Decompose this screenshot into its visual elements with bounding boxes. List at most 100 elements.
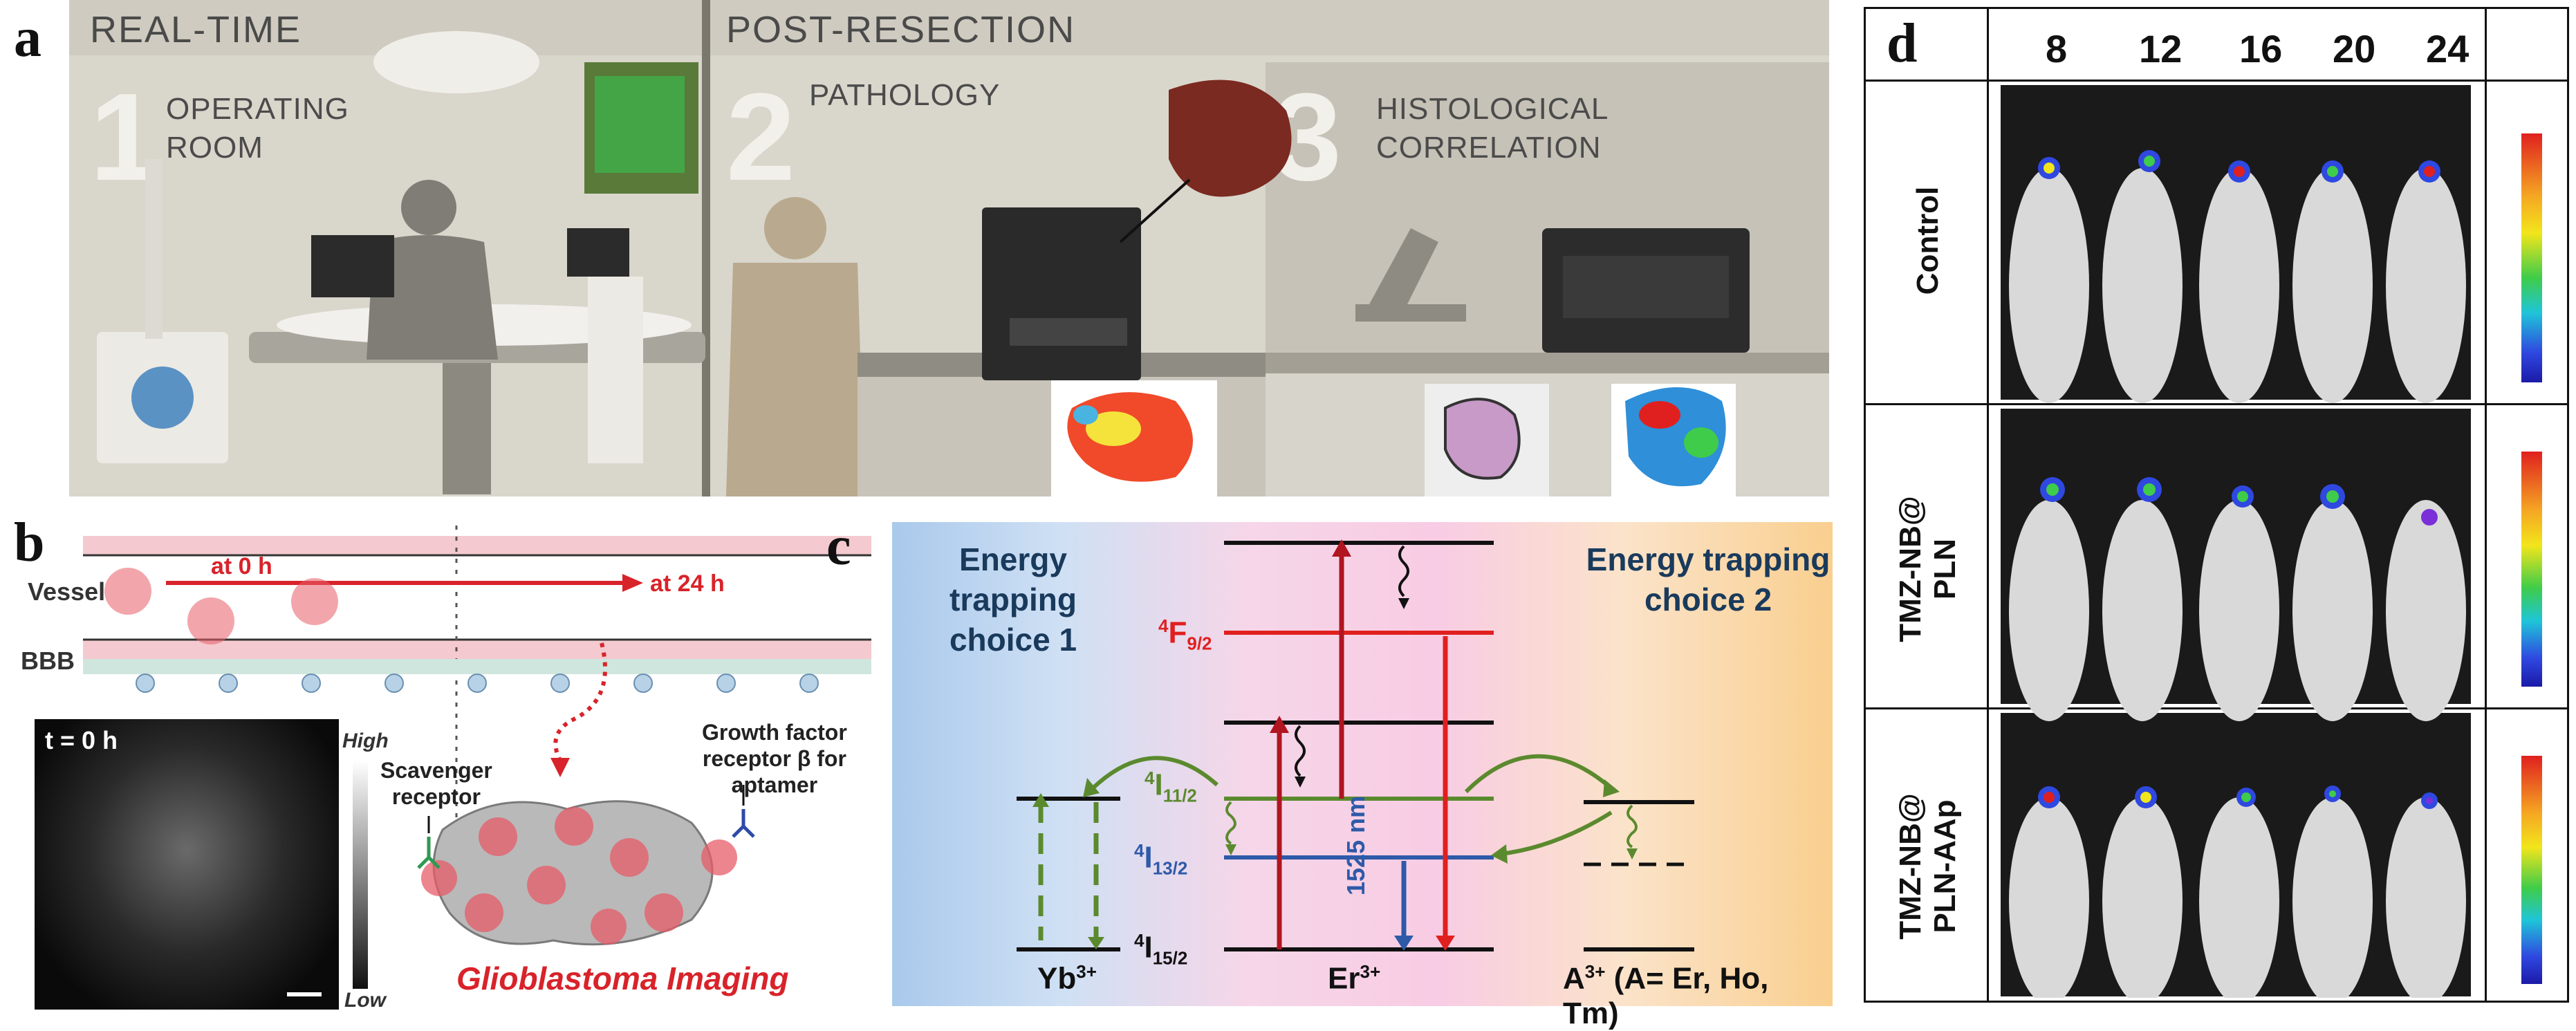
operating-room-illustration	[97, 31, 1829, 496]
label-i152: 4I15/2	[1134, 930, 1187, 969]
relax-wave-1	[1398, 545, 1409, 597]
a-sup: 3+	[1584, 961, 1606, 982]
row-pln-line2: PLN	[1928, 539, 1962, 600]
nanoparticles-in-tumor	[421, 807, 737, 945]
surgeon-silhouette	[401, 180, 456, 235]
col-header-16: 16	[2239, 27, 2283, 71]
imaging-box-icon	[982, 207, 1141, 380]
i112-sup: 4	[1145, 768, 1155, 788]
panel-d-in-vivo-imaging: d 8 12 16 20 24 Control TMZ-NB@ PLN TMZ-…	[1864, 7, 2569, 1003]
label-i112: 4I11/2	[1145, 768, 1197, 806]
time-start-label: at 0 h	[211, 553, 272, 579]
grid-vline-right	[2485, 9, 2487, 1001]
panel-c-energy-diagram: Energy trapping choice 1 Energy trapping…	[892, 522, 1833, 1030]
color-scale-pln	[2521, 452, 2542, 687]
panel-label-d: d	[1887, 13, 1918, 74]
mri-inset-image	[35, 719, 339, 1010]
a-text: A	[1563, 961, 1585, 996]
label-f92: 4F9/2	[1158, 615, 1212, 654]
step-2-number: 2	[726, 68, 796, 207]
i152-sup: 4	[1134, 930, 1145, 951]
step-3-line2: CORRELATION	[1376, 131, 1602, 165]
bbb-schematic	[83, 526, 871, 946]
time-end-label: at 24 h	[650, 570, 725, 597]
er-sup: 3+	[1360, 961, 1381, 982]
i132-main: I	[1144, 840, 1153, 875]
header-band	[69, 0, 1829, 55]
left-title-line1: Energy trapping	[949, 541, 1077, 617]
relax-wave-2	[1295, 725, 1306, 777]
intensity-high-label: High	[342, 730, 389, 752]
fluorescence-signals	[2038, 150, 2440, 809]
histology-slice	[1444, 398, 1521, 480]
col-header-20: 20	[2333, 27, 2376, 71]
header-post-resection: POST-RESECTION	[726, 9, 1076, 50]
glioblastoma-title: Glioblastoma Imaging	[456, 960, 789, 996]
ion-yb: Yb3+	[1037, 961, 1097, 996]
i132-sub: 13/2	[1152, 857, 1188, 879]
col-header-8: 8	[2046, 27, 2068, 71]
right-title-line2: choice 2	[1644, 582, 1772, 617]
i112-sub: 11/2	[1162, 785, 1197, 806]
tissue-specimen	[1169, 80, 1292, 197]
surgical-lamp-icon	[373, 31, 539, 93]
mouse-silhouettes	[2009, 168, 2466, 998]
bbb-label: BBB	[21, 647, 75, 675]
grid-hline-row2	[1866, 707, 2567, 709]
row-label-control: Control	[1911, 130, 1945, 351]
i132-sup: 4	[1134, 840, 1145, 861]
row-control-line1: Control	[1911, 186, 1945, 295]
panel-label-c: c	[826, 516, 851, 577]
panel-label-a: a	[14, 8, 41, 68]
growth-line3: aptamer	[731, 772, 818, 797]
f92-sup: 4	[1158, 615, 1169, 636]
microscope-icon	[1369, 228, 1438, 311]
scavenger-line2: receptor	[391, 784, 481, 809]
col-header-24: 24	[2426, 27, 2470, 71]
step-1-line1: OPERATING	[166, 92, 349, 126]
i152-main: I	[1144, 930, 1153, 965]
relax-wave-3	[1225, 801, 1236, 845]
vessel-wall-top	[83, 536, 871, 555]
vessel-label: Vessel	[28, 577, 106, 606]
yb-text: Yb	[1037, 961, 1077, 996]
panel-b-bbb-crossing: Vessel BBB at 0 h at 24 h t = 0 h High L…	[21, 512, 871, 1012]
er-text: Er	[1328, 961, 1360, 996]
col-header-12: 12	[2139, 27, 2183, 71]
left-title-line2: choice 1	[949, 622, 1077, 658]
grid-vline-left	[1987, 9, 1989, 1001]
header-real-time: REAL-TIME	[90, 9, 302, 50]
i112-main: I	[1154, 768, 1163, 802]
transfer-arrow-yb	[1091, 756, 1218, 790]
row-label-tmz-pln-aap: TMZ-NB@ PLN-AAp	[1893, 756, 1963, 977]
nanoparticle	[291, 578, 338, 625]
intensity-colorbar	[353, 761, 368, 989]
grid-hline-row1	[1866, 403, 2567, 405]
right-title: Energy trapping choice 2	[1584, 539, 1833, 620]
right-title-line1: Energy trapping	[1586, 541, 1831, 577]
row-aap-line1: TMZ-NB@	[1893, 793, 1927, 940]
step-3-line1: HISTOLOGICAL	[1376, 92, 1609, 126]
f92-main: F	[1168, 615, 1187, 650]
grid-hline-header	[1866, 80, 2567, 82]
astrocyte-row	[136, 674, 819, 693]
color-scale-control	[2521, 133, 2542, 382]
section-divider	[702, 0, 710, 496]
step-3-label: HISTOLOGICAL CORRELATION	[1376, 90, 1609, 167]
step-1-line2: ROOM	[166, 131, 263, 165]
monitor-left	[311, 235, 394, 297]
yb-sup: 3+	[1076, 961, 1097, 982]
ion-a: A3+ (A= Er, Ho, Tm)	[1563, 961, 1833, 1031]
left-title: Energy trapping choice 1	[899, 539, 1127, 660]
monitor-right	[567, 228, 629, 277]
scavenger-receptor-icon	[417, 837, 441, 869]
i152-sub: 15/2	[1152, 947, 1188, 969]
pathologist-silhouette	[764, 197, 826, 259]
panel-label-b: b	[14, 512, 45, 573]
row-pln-line1: TMZ-NB@	[1893, 496, 1927, 642]
growth-line2: receptor β for	[702, 746, 846, 771]
emission-wavelength-label: 1525 nm	[1342, 795, 1370, 895]
scale-bar	[287, 992, 322, 996]
nanoparticle	[104, 568, 151, 615]
energy-levels	[1017, 539, 1694, 951]
